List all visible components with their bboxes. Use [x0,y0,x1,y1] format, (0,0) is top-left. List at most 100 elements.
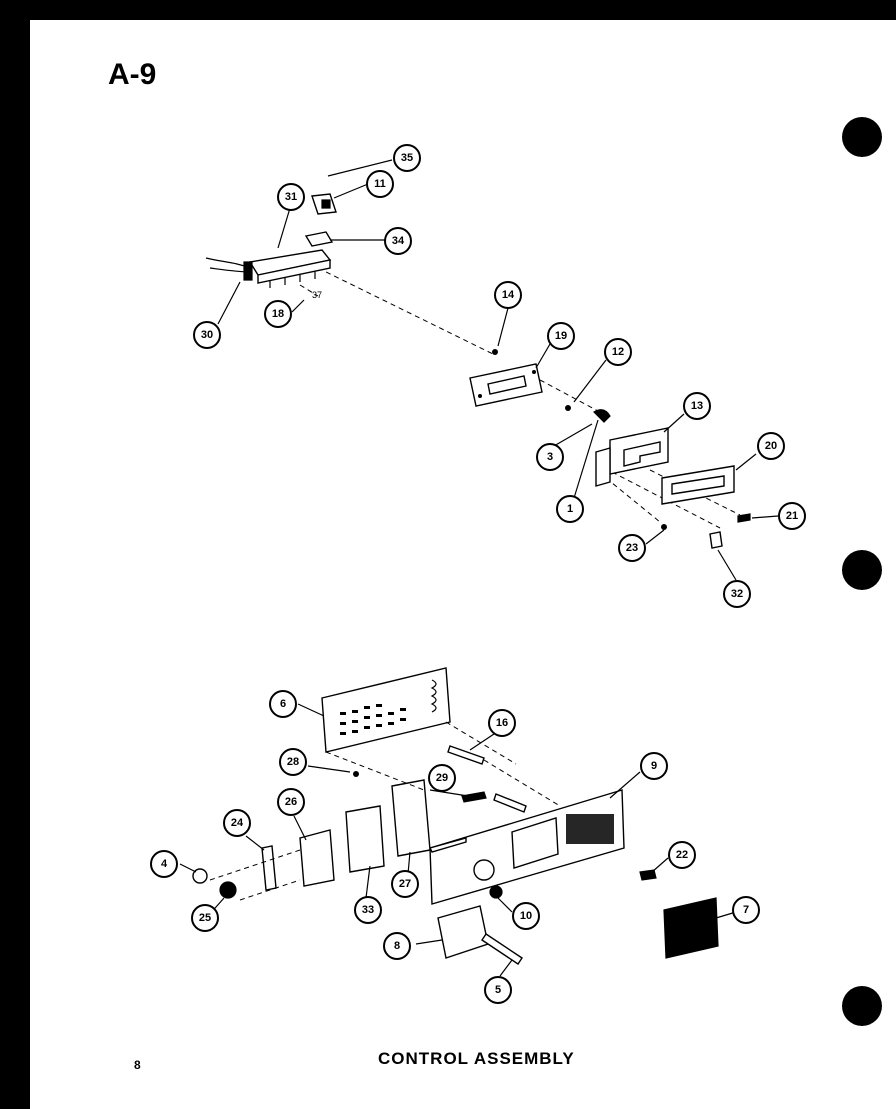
part-12-knob [593,409,611,423]
callout-20: 20 [757,432,785,460]
callout-circle [536,443,564,471]
callout-number: 32 [731,588,743,600]
footer-page-number: 8 [134,1058,141,1072]
part-7-filter [663,897,719,959]
callout-circle [484,976,512,1004]
callout-circle [264,300,292,328]
callout-1: 1 [556,495,584,523]
callout-13: 13 [683,392,711,420]
binder-hole-top [842,117,882,157]
callout-number: 26 [285,796,297,808]
callout-24: 24 [223,809,251,837]
callout-number: 25 [199,912,211,924]
callout-number: 29 [436,772,448,784]
callout-circle [366,170,394,198]
binder-hole-middle [842,550,882,590]
part-13-panel-bracket [595,427,669,487]
callout-circle [683,392,711,420]
callout-7: 7 [732,896,760,924]
callout-circle [757,432,785,460]
callout-number: 27 [399,878,411,890]
callout-32: 32 [723,580,751,608]
part-27-plate [391,779,431,857]
callout-number: 11 [374,178,386,190]
callout-12: 12 [604,338,632,366]
part-3-nut [565,405,571,411]
callout-number: 34 [392,235,405,247]
callout-34: 34 [384,227,412,255]
part-26-bracket [299,829,335,887]
callout-number: 33 [362,904,374,916]
callout-number: 3 [547,451,553,463]
callout-circle [494,281,522,309]
callout-35: 35 [393,144,421,172]
part-29-spring [493,793,527,813]
callout-22: 22 [668,841,696,869]
callout-number: 19 [555,330,567,342]
callout-circle [640,752,668,780]
callout-circle [277,788,305,816]
callout-circle [512,902,540,930]
callout-circle [279,748,307,776]
callout-11: 11 [366,170,394,198]
callout-circle [193,321,221,349]
part-4-nut [192,868,208,884]
callout-number: 8 [394,940,400,952]
part-24-strip [261,845,277,891]
part-9-front-panel [428,789,625,905]
part-20-bezel [661,465,735,505]
page-label: A-9 [108,58,157,91]
callout-14: 14 [494,281,522,309]
callout-circle [383,932,411,960]
callout-30: 30 [193,321,221,349]
callout-circle [384,227,412,255]
part-11-bracket [311,193,337,215]
callout-number: 21 [786,510,798,522]
callout-31: 31 [277,183,305,211]
callout-18: 18 [264,300,292,328]
callout-number: 10 [520,910,532,922]
part-19-bracket [469,363,543,407]
part-18-mark: 37 [312,290,322,300]
part-14-screw [492,349,498,355]
callout-number: 31 [285,191,297,203]
footer-title: CONTROL ASSEMBLY [378,1049,575,1068]
part-28-screw [353,771,359,777]
callout-number: 30 [201,329,213,341]
callout-circle [732,896,760,924]
callout-21: 21 [778,502,806,530]
callout-number: 24 [231,817,244,829]
callout-9: 9 [640,752,668,780]
callout-23: 23 [618,534,646,562]
callout-circle [391,870,419,898]
callout-29: 29 [428,764,456,792]
callout-circle [618,534,646,562]
part-21-screw [737,513,751,523]
part-23-screw [661,524,667,530]
callout-number: 9 [651,760,657,772]
part-5-shaft [481,933,523,965]
callout-number: 12 [612,346,624,358]
callout-circle [191,904,219,932]
callout-27: 27 [391,870,419,898]
callout-number: 1 [567,503,573,515]
callout-3: 3 [536,443,564,471]
callout-circle [488,709,516,737]
callout-26: 26 [277,788,305,816]
binder-hole-bottom [842,986,882,1026]
part-22-screw [639,869,657,881]
callout-circle [668,841,696,869]
callout-number: 35 [401,152,413,164]
callout-number: 16 [496,717,508,729]
callout-circle [547,322,575,350]
part-33-plate [345,805,385,873]
callout-circle [354,896,382,924]
callout-circle [778,502,806,530]
callout-circle [428,764,456,792]
part-31-terminal-block [205,249,332,288]
callout-circle [150,850,178,878]
callout-number: 6 [280,698,286,710]
callout-circle [604,338,632,366]
part-6-cover [321,667,451,753]
callout-number: 23 [626,542,638,554]
